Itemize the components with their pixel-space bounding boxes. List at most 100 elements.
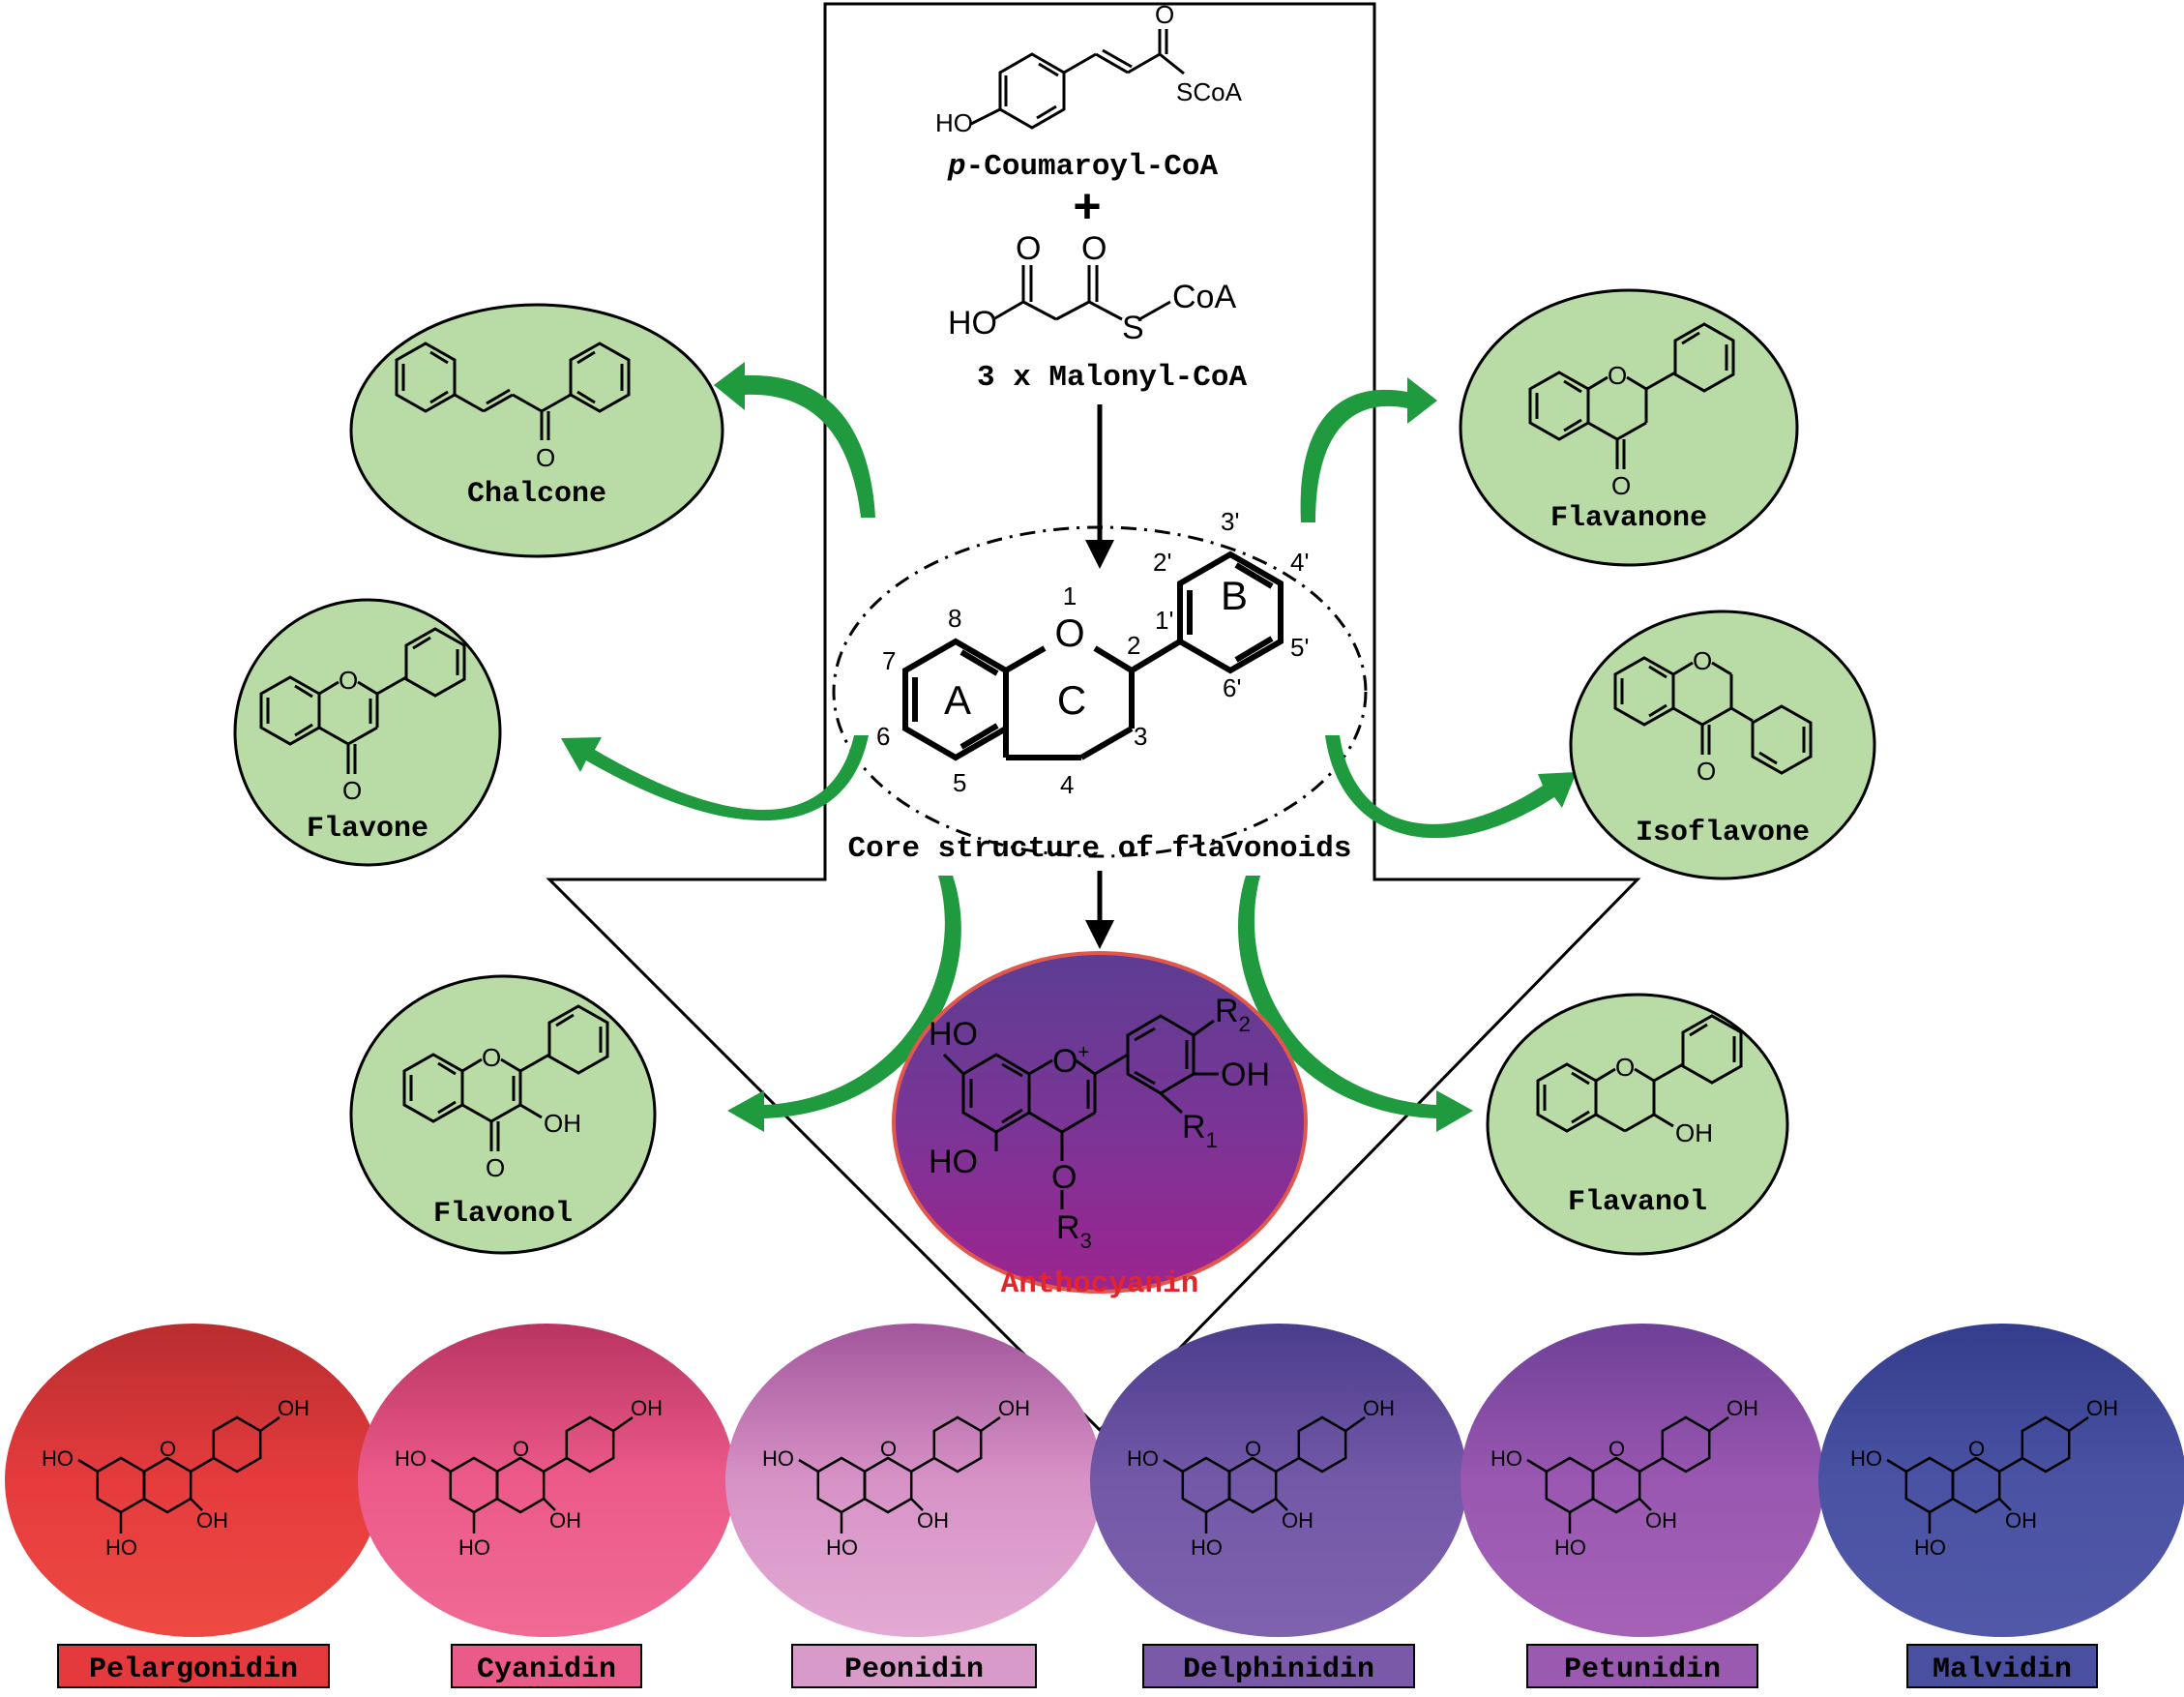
anthocyanidin-oval	[1818, 1324, 2184, 1637]
anthocyanidin-structure	[1886, 1415, 2089, 1533]
flavanol-oh-atom: OH	[1675, 1118, 1713, 1147]
chalcone-node: O Chalcone	[349, 303, 724, 558]
malonyl-o2-atom: O	[1081, 230, 1107, 267]
anthocyanidin-label: Peonidin	[844, 1653, 984, 1686]
core-position-7: 7	[882, 646, 896, 675]
coumaroyl-o-atom: O	[1155, 0, 1174, 29]
arrow-to-isoflavone	[1325, 735, 1577, 839]
isoflavone-node: O O Isoflavone	[1569, 610, 1876, 880]
anthocyanin-r2-atom: R2	[1215, 993, 1251, 1036]
ring-b-label: B	[1221, 573, 1248, 618]
plus-sign: +	[1073, 179, 1101, 233]
core-position-4-prime: 4'	[1290, 548, 1309, 577]
anthocyanidin-oval	[358, 1324, 735, 1637]
anthocyanidin-label-box	[1142, 1644, 1415, 1688]
anthocyanidin-ho-left: HO	[42, 1446, 74, 1471]
anthocyanin-node: HO HO O+ R2 OH R1 O R3	[892, 951, 1308, 1294]
anthocyanidin-oval	[725, 1324, 1103, 1637]
core-position-6-prime: 6'	[1223, 673, 1241, 702]
anthocyanin-label: Anthocyanin	[1001, 1267, 1199, 1301]
anthocyanidin-ring-o: O	[513, 1437, 529, 1461]
anthocyanidin-label-box	[1906, 1644, 2098, 1688]
anthocyanin-r1-atom: R1	[1182, 1109, 1218, 1152]
flavone-o2-atom: O	[342, 776, 362, 805]
p-coumaroyl-coa-label: p-Coumaroyl-CoA	[947, 150, 1218, 184]
flavonol-label: Flavonol	[433, 1198, 573, 1231]
malonyl-coa-structure: HO O O S CoA	[948, 230, 1236, 346]
anthocyanidin-oval	[1461, 1324, 1824, 1637]
anthocyanin-ho-bottom-atom: HO	[929, 1144, 978, 1180]
anthocyanidin-row: HOHOOHOHOPelargonidinHOHOOHOHOCyanidinHO…	[5, 1324, 2184, 1688]
anthocyanidin-structure	[430, 1415, 634, 1533]
core-position-2-prime: 2'	[1153, 548, 1171, 577]
anthocyanidin-ho-bottom: HO	[1191, 1535, 1223, 1560]
anthocyanidin-oh-c3: OH	[917, 1508, 949, 1533]
core-position-8: 8	[948, 604, 961, 633]
anthocyanidin-ho-left: HO	[1127, 1446, 1159, 1471]
anthocyanidin-oh-b: OH	[631, 1396, 663, 1420]
anthocyanidin-structure	[1526, 1415, 1729, 1533]
isoflavone-o2-atom: O	[1697, 757, 1716, 786]
anthocyanidin-ring-o: O	[160, 1437, 176, 1461]
core-position-2: 2	[1127, 631, 1140, 660]
anthocyanidin-ho-left: HO	[1490, 1446, 1522, 1471]
anthocyanidin-label: Petunidin	[1564, 1653, 1721, 1686]
coumaroyl-scoa-atom: SCoA	[1176, 77, 1243, 106]
anthocyanidin-label-box	[791, 1644, 1037, 1688]
arrow-to-flavanol	[1238, 876, 1473, 1132]
malonyl-coa-atom: CoA	[1172, 279, 1236, 315]
malonyl-ho-atom: HO	[948, 305, 997, 342]
anthocyanidin-ho-bottom: HO	[458, 1535, 490, 1560]
anthocyanidin-oh-c3: OH	[1282, 1508, 1313, 1533]
anthocyanin-ho-top-atom: HO	[929, 1016, 978, 1053]
chalcone-label: Chalcone	[467, 478, 606, 511]
anthocyanidin-oh-b: OH	[1363, 1396, 1395, 1420]
anthocyanidin-ring-o: O	[1608, 1437, 1625, 1461]
chalcone-o-atom: O	[536, 443, 555, 472]
anthocyanidin-structure	[77, 1415, 280, 1533]
arrow-to-flavone	[561, 735, 869, 821]
anthocyanidin-ho-bottom: HO	[826, 1535, 858, 1560]
flavone-node: O O Flavone	[233, 598, 502, 867]
anthocyanidin-ho-bottom: HO	[1554, 1535, 1586, 1560]
ring-a-label: A	[944, 677, 971, 723]
core-position-5-prime: 5'	[1290, 633, 1309, 662]
anthocyanidin-ho-left: HO	[762, 1446, 794, 1471]
anthocyanin-o-atom: O	[1051, 1159, 1077, 1196]
core-structure-caption: Core structure of flavonoids	[848, 832, 1352, 866]
anthocyanidin-ho-left: HO	[395, 1446, 427, 1471]
anthocyanidin-ring-o: O	[1968, 1437, 1985, 1461]
flavone-o1-atom: O	[339, 666, 358, 695]
anthocyanin-oh-atom: OH	[1221, 1057, 1270, 1093]
green-curved-arrows	[561, 362, 1577, 1132]
malonyl-o1-atom: O	[1016, 230, 1041, 267]
flavanone-label: Flavanone	[1550, 502, 1707, 535]
anthocyanin-o-plus-atom: O+	[1052, 1042, 1089, 1080]
core-dashed-ellipse	[832, 525, 1368, 858]
arrow-to-flavanone	[1300, 377, 1437, 522]
core-flavan-structure: O A C B 1 2 3 4 5 6 7 8 1' 2' 3' 4' 5' 6…	[876, 507, 1309, 799]
core-position-1: 1	[1063, 581, 1077, 610]
malonyl-s-atom: S	[1122, 310, 1144, 346]
anthocyanidin-oval	[1090, 1324, 1467, 1637]
anthocyanidin-oh-c3: OH	[1645, 1508, 1677, 1533]
arrow-to-flavonol	[727, 876, 961, 1132]
flavanol-o-atom: O	[1615, 1053, 1635, 1082]
malonyl-coa-label: 3 x Malonyl-CoA	[977, 361, 1247, 395]
flavonol-oh-atom: OH	[544, 1109, 581, 1138]
flavanone-node: O O Flavanone	[1459, 288, 1799, 567]
anthocyanidin-label: Delphinidin	[1183, 1653, 1374, 1686]
isoflavone-o1-atom: O	[1693, 646, 1712, 675]
flavanone-o2-atom: O	[1611, 471, 1631, 500]
flavonol-o1-atom: O	[482, 1043, 501, 1072]
anthocyanidin-ho-bottom: HO	[1914, 1535, 1946, 1560]
anthocyanidin-ring-o: O	[880, 1437, 897, 1461]
arrow-to-chalcone	[714, 362, 875, 518]
ring-c-label: C	[1057, 677, 1086, 723]
flavonol-o2-atom: O	[486, 1153, 505, 1182]
core-position-4: 4	[1060, 770, 1074, 799]
anthocyanidin-label-box	[1526, 1644, 1758, 1688]
